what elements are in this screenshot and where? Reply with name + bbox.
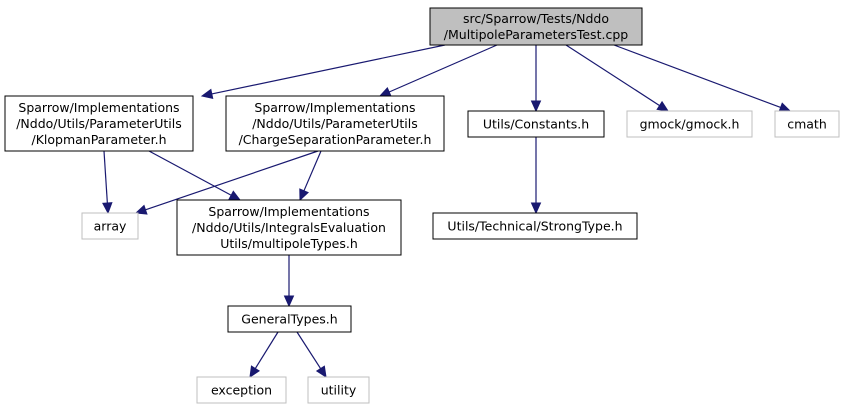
edge-arrowhead [200, 88, 214, 100]
node-label-line: gmock/gmock.h [640, 117, 740, 132]
edge-arrowhead [378, 86, 392, 97]
edge-generaltypes-to-utility [296, 331, 327, 379]
node-box [176, 199, 402, 256]
edge-arrowhead [283, 295, 295, 308]
node-gmock[interactable]: gmock/gmock.h [626, 110, 753, 138]
edge-arrowhead [134, 204, 148, 215]
node-cmath[interactable]: cmath [774, 110, 840, 138]
node-box [227, 305, 352, 333]
node-box [225, 95, 445, 152]
node-box [307, 376, 370, 404]
node-chargesep[interactable]: Sparrow/Implementations/Nddo/Utils/Param… [225, 95, 445, 152]
edge-arrowhead [778, 102, 792, 113]
node-box [196, 376, 287, 404]
edge-line [565, 44, 660, 107]
edge-root-to-klopman [200, 44, 446, 100]
node-box [467, 110, 605, 138]
node-box [81, 212, 139, 240]
node-array[interactable]: array [81, 212, 139, 240]
edge-chargesep-to-multipoletypes [299, 150, 322, 202]
edge-arrowhead [102, 202, 113, 215]
edge-line [303, 150, 322, 192]
node-multipoletypes[interactable]: Sparrow/Implementations/Nddo/Utils/Integ… [176, 199, 402, 256]
node-label-line: utility [321, 383, 357, 398]
node-label-line: exception [211, 383, 272, 398]
edge-line [211, 44, 446, 95]
nodes-layer: src/Sparrow/Tests/Nddo/MultipoleParamete… [4, 7, 840, 404]
node-label-line: /MultipoleParametersTest.cpp [444, 27, 628, 42]
edge-root-to-gmock [565, 44, 670, 112]
node-box [626, 110, 753, 138]
node-utility[interactable]: utility [307, 376, 370, 404]
edge-generaltypes-to-exception [249, 331, 279, 379]
node-box [4, 95, 194, 152]
edge-constants-to-strongtype [530, 137, 542, 215]
node-constants[interactable]: Utils/Constants.h [467, 110, 605, 138]
node-label-line: Sparrow/Implementations [208, 204, 369, 219]
node-label-line: Utils/Constants.h [483, 117, 589, 132]
node-label-line: GeneralTypes.h [241, 312, 337, 327]
edge-arrowhead [530, 100, 542, 113]
edge-line [145, 150, 319, 211]
edge-line [296, 331, 322, 369]
edge-line [388, 44, 498, 93]
edge-line [613, 44, 781, 109]
node-label-line: Utils/Technical/StrongType.h [447, 219, 622, 234]
node-label-line: array [94, 219, 127, 234]
node-label-line: Utils/multipoleTypes.h [220, 236, 358, 251]
edge-arrowhead [530, 202, 542, 215]
node-box [429, 7, 643, 46]
edge-multipoletypes-to-generaltypes [283, 255, 295, 308]
edge-root-to-constants [530, 45, 542, 113]
edge-arrowhead [299, 188, 309, 202]
edges-layer [102, 44, 792, 379]
node-label-line: /ChargeSeparationParameter.h [239, 132, 432, 147]
edge-arrowhead [656, 100, 670, 112]
edge-arrowhead [249, 365, 261, 379]
node-root[interactable]: src/Sparrow/Tests/Nddo/MultipoleParamete… [429, 7, 643, 46]
edge-root-to-chargesep [378, 44, 498, 97]
node-exception[interactable]: exception [196, 376, 287, 404]
node-label-line: /Nddo/Utils/ParameterUtils [16, 116, 182, 131]
edge-line [103, 150, 108, 204]
node-klopman[interactable]: Sparrow/Implementations/Nddo/Utils/Param… [4, 95, 194, 152]
edge-line [148, 150, 232, 196]
node-strongtype[interactable]: Utils/Technical/StrongType.h [432, 212, 638, 240]
node-label-line: /Nddo/Utils/IntegralsEvaluation [192, 220, 386, 235]
edge-klopman-to-array [102, 150, 113, 215]
node-label-line: Sparrow/Implementations [254, 100, 415, 115]
node-box [774, 110, 840, 138]
node-label-line: /KlopmanParameter.h [31, 132, 166, 147]
node-label-line: Sparrow/Implementations [18, 100, 179, 115]
edge-line [254, 331, 279, 369]
node-label-line: /Nddo/Utils/ParameterUtils [252, 116, 418, 131]
node-box [432, 212, 638, 240]
edge-arrowhead [228, 190, 242, 201]
node-label-line: cmath [787, 117, 827, 132]
edge-chargesep-to-array [134, 150, 319, 215]
edge-arrowhead [315, 365, 327, 379]
node-generaltypes[interactable]: GeneralTypes.h [227, 305, 352, 333]
node-label-line: src/Sparrow/Tests/Nddo [463, 11, 609, 26]
edge-root-to-cmath [613, 44, 792, 113]
